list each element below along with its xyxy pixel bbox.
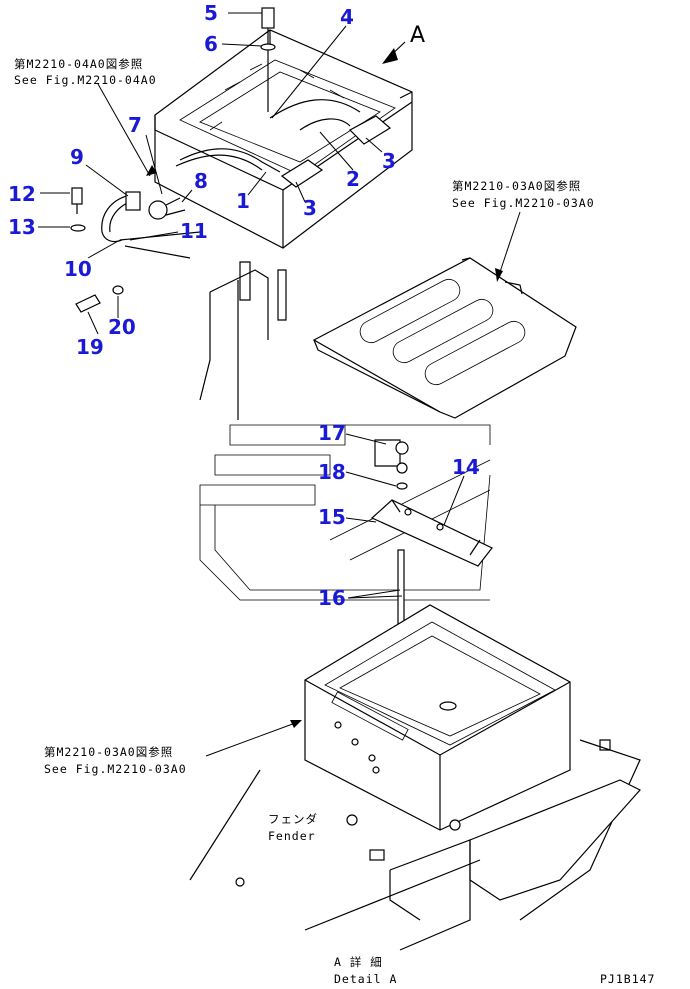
cab-post [199, 261, 287, 420]
callout-14: 14 [452, 455, 480, 479]
detail-label-jp: A 詳 細 [334, 955, 383, 969]
callout-17: 17 [318, 421, 346, 445]
hold-down-bracket [370, 439, 493, 635]
fender-label-jp: フェンダ [268, 812, 318, 826]
ref-right-en: See Fig.M2210-03A0 [452, 196, 595, 210]
callout-12: 12 [8, 182, 36, 206]
callout-8: 8 [194, 169, 208, 193]
ref-bottom-left-en: See Fig.M2210-03A0 [44, 762, 187, 776]
callout-9: 9 [70, 145, 84, 169]
battery-cover [312, 257, 577, 419]
top-tray-assembly [154, 7, 413, 249]
callout-10: 10 [64, 257, 92, 281]
ref-right-jp: 第M2210-03A0図参照 [452, 179, 581, 193]
drawing-id: PJ1B147 [600, 972, 655, 986]
fender-frame [189, 739, 641, 951]
callout-5: 5 [204, 1, 218, 25]
detail-label-en: Detail A [334, 972, 397, 986]
callout-19: 19 [76, 335, 104, 359]
battery-case [304, 604, 571, 831]
ref-top-left-jp: 第M2210-04A0図参照 [14, 57, 143, 71]
callout-13: 13 [8, 215, 36, 239]
callout-20: 20 [108, 315, 136, 339]
callout-7: 7 [128, 113, 142, 137]
fender-label-en: Fender [268, 829, 316, 843]
harness-parts [70, 187, 201, 313]
callout-1: 1 [236, 189, 250, 213]
callout-18: 18 [318, 460, 346, 484]
callout-15: 15 [318, 505, 346, 529]
callout-4: 4 [340, 5, 354, 29]
ref-top-left-en: See Fig.M2210-04A0 [14, 73, 157, 87]
ref-bottom-left-jp: 第M2210-03A0図参照 [44, 745, 173, 759]
callout-11: 11 [180, 219, 208, 243]
view-label-a: A [410, 23, 425, 48]
leader-lines [38, 12, 521, 757]
callout-3a: 3 [382, 149, 396, 173]
callout-2: 2 [346, 167, 360, 191]
callout-3b: 3 [303, 196, 317, 220]
callout-16: 16 [318, 586, 346, 610]
callout-6: 6 [204, 32, 218, 56]
